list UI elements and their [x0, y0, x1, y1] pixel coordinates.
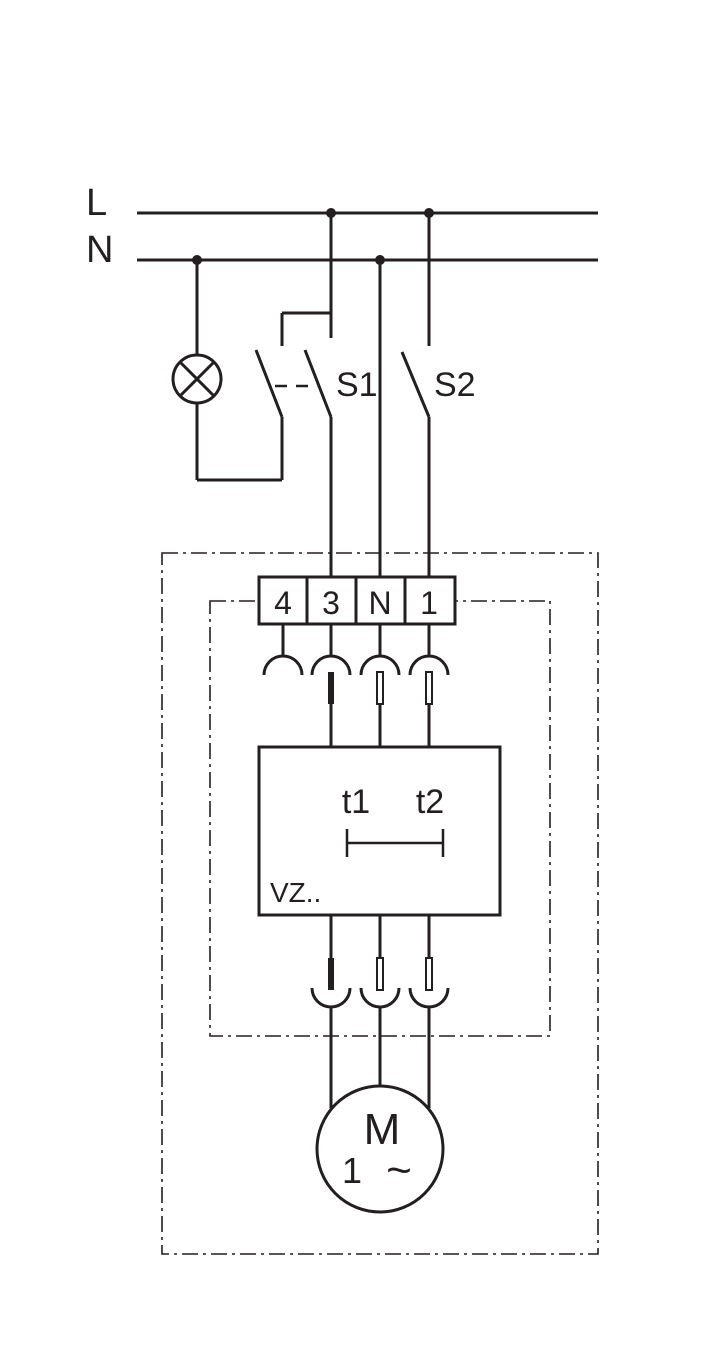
label-s1: S1 — [336, 366, 378, 404]
motor-icon: M 1 ~ — [315, 1084, 445, 1214]
motor-symbol: M — [364, 1105, 401, 1154]
terminal-3: 3 — [322, 585, 340, 621]
terminal-n: N — [368, 585, 391, 621]
label-t2: t2 — [416, 783, 444, 821]
switch-s1: S1 — [254, 213, 378, 577]
terminal-block: 4 3 N 1 — [257, 575, 457, 626]
terminal-4: 4 — [274, 585, 292, 621]
motor-ac: ~ — [386, 1146, 412, 1195]
outer-enclosure — [161, 552, 599, 1255]
upper-connectors — [262, 624, 450, 747]
terminal-1: 1 — [420, 585, 438, 621]
lamp-icon — [171, 260, 284, 482]
switch-s2: S2 — [400, 213, 476, 577]
motor-phase: 1 — [342, 1150, 362, 1191]
label-t1: t1 — [342, 783, 370, 821]
label-n: N — [86, 229, 113, 271]
controller-name: VZ.. — [270, 877, 321, 908]
inner-enclosure — [209, 600, 551, 1037]
label-s2: S2 — [434, 366, 476, 404]
label-l: L — [86, 182, 107, 224]
lower-connectors — [310, 915, 450, 1108]
controller-box: t1 t2 VZ.. — [257, 745, 502, 917]
